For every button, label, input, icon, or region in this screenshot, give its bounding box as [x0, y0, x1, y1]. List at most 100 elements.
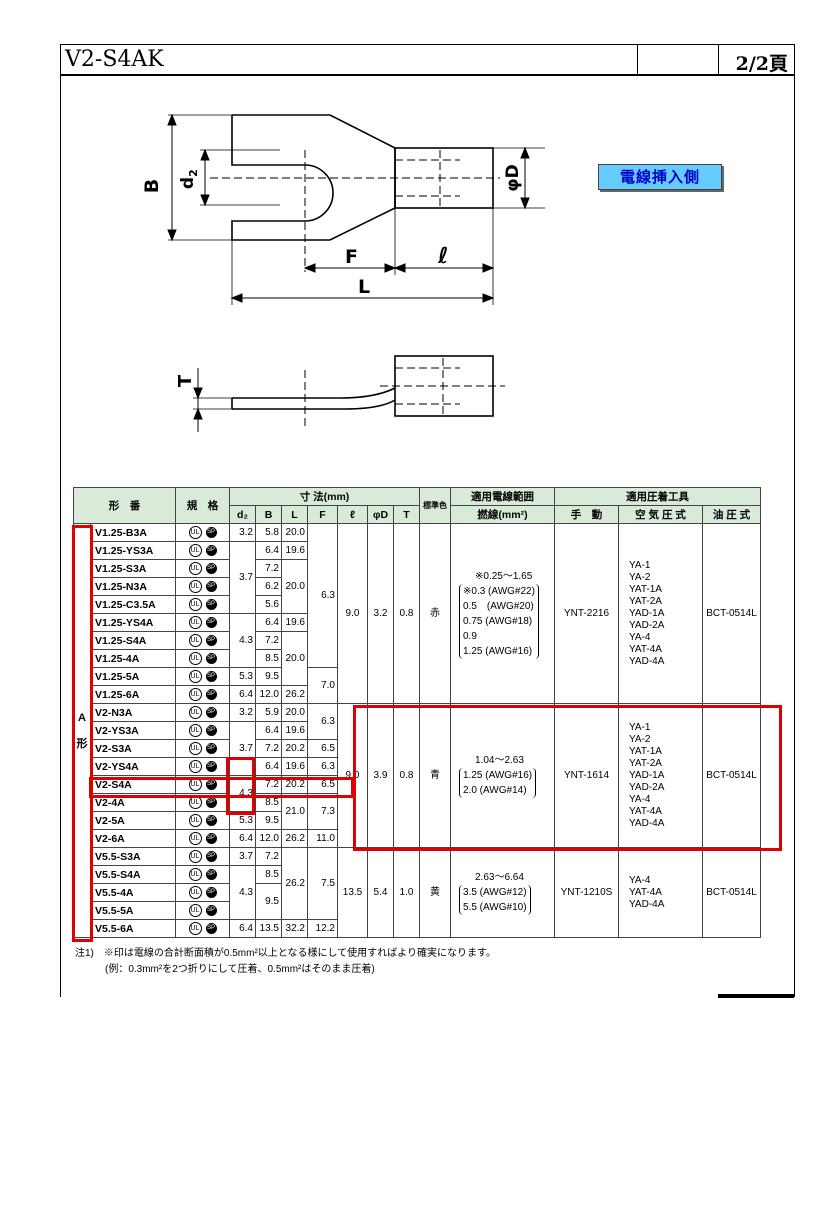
- title-blank-cell: [637, 45, 719, 74]
- csa-mark-icon: SP: [205, 922, 217, 934]
- csa-mark-icon: SP: [205, 778, 217, 790]
- ul-mark-icon: UL: [188, 921, 202, 935]
- part-number: V5.5-6A: [90, 919, 176, 938]
- part-number: V1.25-4A: [90, 649, 176, 668]
- bottom-rule: [718, 994, 794, 998]
- ul-mark-icon: UL: [188, 633, 202, 647]
- cell-d2: 3.7: [229, 721, 256, 776]
- wire-insertion-side-label: 電線挿入側: [598, 164, 722, 190]
- wire-range-item: 0.9: [463, 630, 477, 642]
- cell-B: 7.2: [255, 775, 282, 794]
- csa-mark-icon: SP: [205, 742, 217, 754]
- label-B: B: [141, 179, 163, 193]
- pneumatic-tool-item: YA-4: [629, 793, 651, 805]
- cell-F: 6.3: [307, 757, 338, 776]
- header-dims: 寸 法(mm): [229, 487, 420, 506]
- wire-range-item: 1.25 (AWG#16): [463, 645, 533, 657]
- cell-B: 6.4: [255, 757, 282, 776]
- cell-B: 6.4: [255, 541, 282, 560]
- cell-F: 7.5: [307, 847, 338, 920]
- ul-mark-icon: UL: [188, 543, 202, 557]
- csa-mark-icon: SP: [205, 904, 217, 916]
- cell-B: 7.2: [255, 631, 282, 650]
- wire-range-item: 2.0 (AWG#14): [463, 785, 527, 796]
- header-standard: 規 格: [175, 487, 230, 524]
- ul-mark-icon: UL: [188, 615, 202, 629]
- pneumatic-tool-item: YAD-1A: [629, 607, 665, 619]
- cell-B: 9.5: [255, 667, 282, 686]
- wire-range-item: 3.5 (AWG#12): [463, 887, 527, 898]
- cell-T: 1.0: [393, 847, 420, 938]
- ul-mark-icon: UL: [188, 597, 202, 611]
- ul-mark-icon: UL: [188, 795, 202, 809]
- part-number: V2-6A: [90, 829, 176, 848]
- pneumatic-tool-item: YAD-2A: [629, 619, 665, 631]
- cell-hydraulic-tool: BCT-0514L: [702, 523, 761, 704]
- part-number: V5.5-S4A: [90, 865, 176, 884]
- header-tools: 適用圧着工具: [554, 487, 761, 506]
- pneumatic-tool-item: YAT-1A: [629, 583, 662, 595]
- cell-L: 20.2: [281, 775, 308, 794]
- cell-F: 6.5: [307, 739, 338, 758]
- pneumatic-tool-item: YAD-2A: [629, 781, 665, 793]
- header-wire-sub: 撚線(mm²): [450, 505, 555, 524]
- pneumatic-tool-item: YAT-1A: [629, 745, 662, 757]
- header-D: φD: [367, 505, 394, 524]
- part-number: V1.25-B3A: [90, 523, 176, 542]
- document-title: V2-S4AK: [65, 47, 164, 72]
- wire-range-head: 1.04～2.63: [475, 755, 524, 766]
- cell-d2: 3.7: [229, 847, 256, 866]
- wire-range-item: 1.25 (AWG#16): [463, 770, 533, 781]
- pneumatic-tool-item: YAD-4A: [629, 898, 665, 910]
- cell-manual-tool: YNT-1210S: [554, 847, 619, 938]
- cell-D: 3.9: [367, 703, 394, 848]
- csa-mark-icon: SP: [205, 634, 217, 646]
- header-color: 標準色: [419, 487, 451, 524]
- footnote: 注1) ※印は電線の合計断面積が0.5mm²以上となる様にして使用すればより確実…: [75, 946, 496, 978]
- cell-L: 20.0: [281, 631, 308, 686]
- title-bar: V2-S4AK 2/2頁: [60, 44, 795, 76]
- cell-T: 0.8: [393, 523, 420, 704]
- label-L: L: [358, 276, 370, 298]
- cell-hydraulic-tool: BCT-0514L: [702, 847, 761, 938]
- ul-mark-icon: UL: [188, 525, 202, 539]
- part-number: V2-S3A: [90, 739, 176, 758]
- ul-mark-icon: UL: [188, 903, 202, 917]
- cell-l: 9.0: [337, 523, 368, 704]
- cell-L: 21.0: [281, 793, 308, 830]
- label-d2: d: [178, 177, 198, 189]
- wire-range-head: 2.63～6.64: [475, 872, 524, 883]
- cell-B: 9.5: [255, 883, 282, 920]
- part-number: V2-N3A: [90, 703, 176, 722]
- cell-L: 32.2: [281, 919, 308, 938]
- cell-B: 7.2: [255, 847, 282, 866]
- cell-B: 6.4: [255, 613, 282, 632]
- page-number: 2/2頁: [735, 53, 788, 75]
- cell-B: 5.9: [255, 703, 282, 722]
- terminal-drawing: B d 2 φD F ℓ L T: [141, 113, 545, 432]
- csa-mark-icon: SP: [205, 886, 217, 898]
- part-number: V2-5A: [90, 811, 176, 830]
- cell-color: 青: [419, 703, 451, 848]
- ul-mark-icon: UL: [188, 669, 202, 683]
- header-manual: 手 動: [554, 505, 619, 524]
- csa-mark-icon: SP: [205, 760, 217, 772]
- cell-wire-range: ※0.25～1.65※0.3 (AWG#22)0.5 (AWG#20)0.75 …: [450, 523, 555, 704]
- pneumatic-tool-item: YA-2: [629, 571, 651, 583]
- cell-L: 26.2: [281, 685, 308, 704]
- type-label: A: [78, 711, 86, 724]
- header-pneumatic: 空 気 圧 式: [618, 505, 703, 524]
- csa-mark-icon: SP: [205, 868, 217, 880]
- csa-mark-icon: SP: [205, 832, 217, 844]
